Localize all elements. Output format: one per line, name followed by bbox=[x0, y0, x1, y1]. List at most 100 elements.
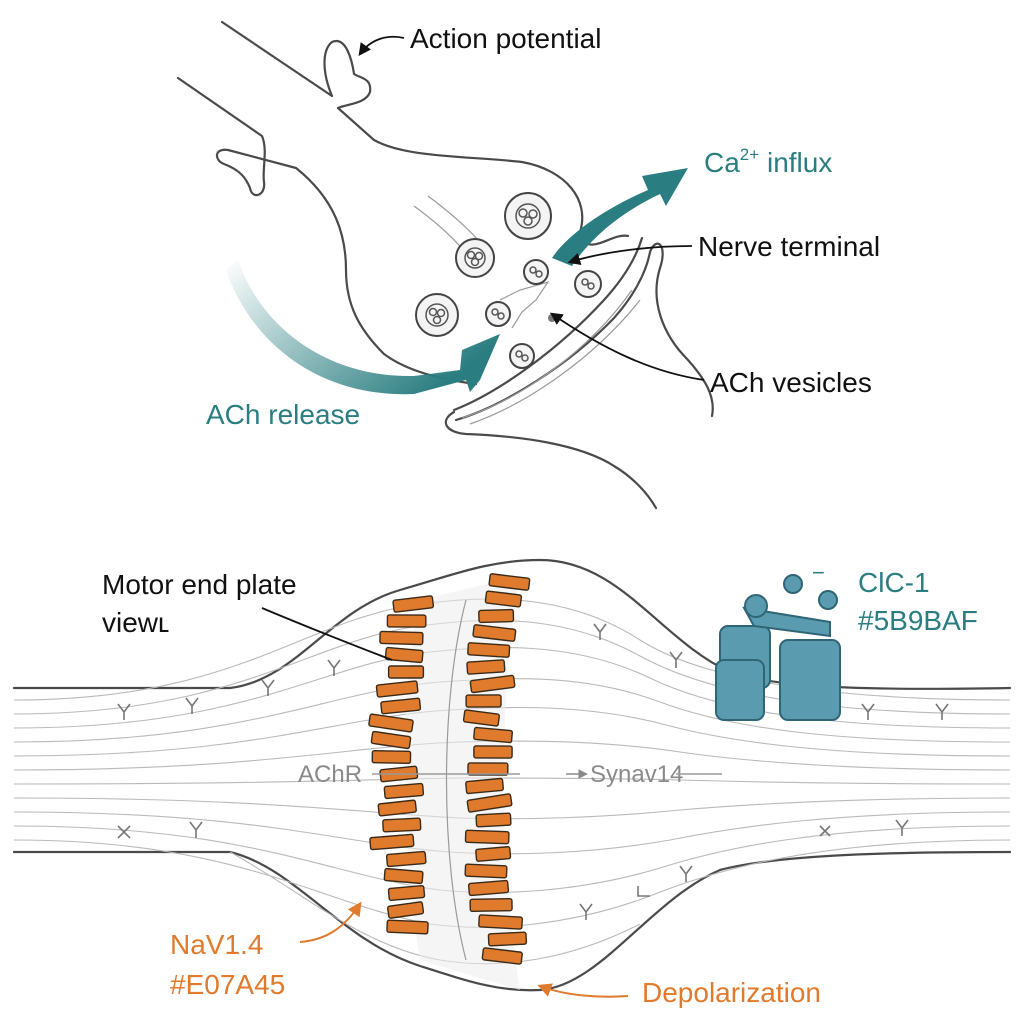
receptor-glyph bbox=[189, 821, 203, 838]
end-plate-fold bbox=[445, 599, 467, 961]
fiber-bottom-outline bbox=[12, 850, 1012, 992]
achr-callout: AChR bbox=[298, 761, 520, 788]
receptor-glyph bbox=[819, 825, 831, 837]
nav-channel-rod bbox=[386, 919, 429, 935]
receptor-glyph bbox=[579, 903, 593, 920]
nav-channel-rod bbox=[383, 867, 424, 885]
depolarization-label: Depolarization bbox=[642, 977, 821, 1008]
axon-outline bbox=[220, 20, 630, 246]
nav-leader bbox=[299, 901, 362, 943]
nav-channel-rod bbox=[475, 812, 512, 828]
receptor-glyph bbox=[895, 819, 909, 836]
nav-channel-rod bbox=[368, 713, 414, 733]
motor-end-plate-label-line2: viewʟ bbox=[102, 607, 169, 638]
nav-channel-rod bbox=[380, 697, 422, 715]
nav-channel-rod bbox=[478, 914, 523, 930]
receptor-glyph bbox=[935, 703, 949, 720]
ach-release-label: ACh release bbox=[206, 399, 360, 430]
nav-channel-rod bbox=[377, 799, 417, 817]
nav-channel-rod bbox=[484, 590, 523, 608]
ach-vesicles-label: ACh vesicles bbox=[710, 367, 872, 398]
synav-callout: Synav14 bbox=[566, 761, 722, 788]
nav-channel-rod bbox=[387, 665, 425, 679]
receptor-glyph bbox=[861, 703, 875, 720]
motor-end-plate-callout: Motor end plate viewʟ bbox=[102, 569, 393, 661]
depolarization-arrow bbox=[537, 983, 629, 998]
nav-channel-rod bbox=[475, 846, 512, 862]
action-potential-label: Action potential bbox=[410, 23, 601, 54]
chloride-ion bbox=[818, 590, 838, 610]
action-potential-callout: Action potential bbox=[358, 23, 601, 57]
receptor-glyph bbox=[117, 703, 131, 720]
nav-channel-rod bbox=[465, 777, 504, 795]
nav-channel-rod bbox=[467, 762, 509, 776]
release-site-detail bbox=[499, 280, 550, 329]
nav-channel-rod bbox=[379, 630, 424, 646]
nav-channel-rod bbox=[465, 694, 502, 708]
nav-channel-rod bbox=[370, 730, 412, 750]
ca-influx-arrow bbox=[552, 168, 688, 266]
nav-channel-rod bbox=[469, 674, 516, 694]
nav-channel-rod bbox=[386, 901, 425, 919]
ach-release-arrow bbox=[226, 260, 500, 395]
receptor-glyphs bbox=[117, 623, 949, 920]
chloride-ion bbox=[783, 574, 803, 594]
nerve-terminal-leader bbox=[567, 245, 693, 266]
nav-channel-rod bbox=[375, 680, 419, 698]
cleft-inner-line bbox=[461, 289, 633, 419]
clc1-name-label: ClC-1 bbox=[858, 567, 930, 598]
nav-channel-rod bbox=[392, 595, 435, 613]
clc1-subunit-front bbox=[715, 659, 765, 721]
receptor-glyph bbox=[327, 659, 341, 676]
action-potential-leader bbox=[358, 35, 405, 57]
synav-label: Synav14 bbox=[590, 761, 683, 788]
vesicle bbox=[504, 192, 552, 240]
ach-vesicles-leader bbox=[549, 312, 705, 381]
motor-end-plate-leader bbox=[261, 607, 393, 661]
nav-channel-rod bbox=[487, 931, 528, 947]
nav-channel-rod bbox=[371, 750, 412, 764]
cleft-lower-edge bbox=[444, 410, 658, 510]
nav-channel-rod bbox=[466, 659, 506, 675]
nav-channel-rod bbox=[464, 863, 508, 879]
receptor-glyph bbox=[261, 679, 275, 696]
clc1-linker bbox=[742, 606, 831, 638]
cleft-inner-line-2 bbox=[469, 299, 641, 425]
nav-channel-rod bbox=[384, 646, 424, 664]
nerve-terminal-illustration bbox=[176, 20, 714, 510]
axon-outline-lower bbox=[176, 76, 478, 386]
nav-channel-rod bbox=[369, 833, 415, 851]
ach-vesicle-group bbox=[415, 192, 602, 369]
receptor-glyph bbox=[185, 697, 199, 714]
receptor-glyph bbox=[637, 886, 650, 897]
nav-channel-rod bbox=[464, 829, 510, 845]
nav-channel-rod bbox=[467, 642, 511, 658]
chloride-ion bbox=[744, 594, 768, 618]
motor-end-plate-label-line1: Motor end plate bbox=[102, 569, 297, 600]
nav-channel-rod bbox=[383, 782, 425, 800]
nav-channel-column-left bbox=[368, 595, 435, 935]
vesicle bbox=[574, 270, 602, 298]
clc1-color-label: #5B9BAF bbox=[858, 605, 978, 636]
clc1-channel: − bbox=[715, 560, 841, 721]
nerve-terminal-label: Nerve terminal bbox=[698, 231, 880, 262]
nav-channel-rod bbox=[385, 850, 427, 868]
receptor-glyph bbox=[117, 825, 131, 839]
presynaptic-membrane bbox=[452, 236, 644, 412]
vesicle bbox=[509, 343, 535, 369]
postsynaptic-membrane bbox=[454, 242, 714, 422]
receptor-glyph bbox=[669, 651, 683, 668]
ach-vesicles-callout: ACh vesicles bbox=[549, 312, 872, 398]
nav-channel-rod bbox=[488, 573, 531, 591]
depolarization-callout: Depolarization bbox=[537, 977, 821, 1008]
nav-name-label: NaV1.4 bbox=[170, 929, 263, 960]
clc1-subunit-right bbox=[779, 639, 841, 721]
nav-channel-rod bbox=[481, 947, 523, 965]
nav-channel-rod bbox=[386, 614, 427, 628]
nav-channel-rod bbox=[473, 745, 513, 759]
nav-color-label: #E07A45 bbox=[170, 969, 285, 1000]
nav-channel-rod bbox=[478, 608, 515, 624]
vesicle bbox=[455, 238, 495, 278]
nav-channel-rod bbox=[387, 884, 426, 902]
